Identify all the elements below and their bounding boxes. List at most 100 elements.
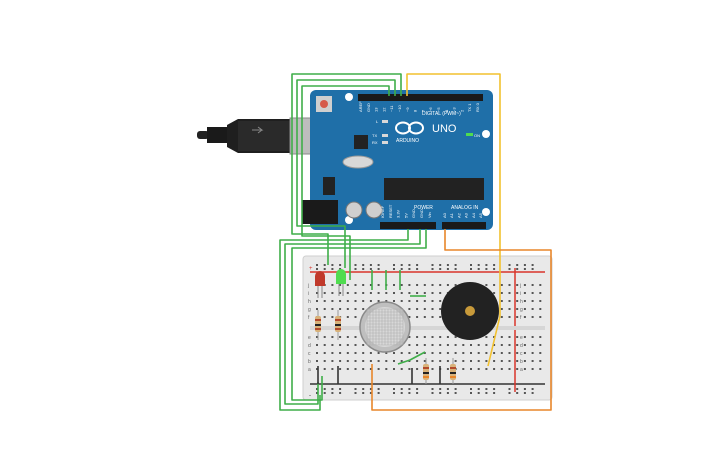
rail-hole xyxy=(493,388,496,390)
row-letter: a xyxy=(520,367,523,373)
rail-hole xyxy=(431,268,434,270)
piezo-buzzer[interactable] xyxy=(441,282,499,340)
wire-green-short[interactable] xyxy=(397,351,426,365)
led-green[interactable] xyxy=(336,269,346,296)
hole xyxy=(346,308,349,310)
l-label: L xyxy=(376,119,379,124)
hole xyxy=(362,300,365,302)
hole xyxy=(516,344,519,346)
rail-hole xyxy=(516,264,519,266)
rail-hole xyxy=(377,388,380,390)
pin-label: 5V xyxy=(403,213,408,218)
row-letter: b xyxy=(308,359,311,365)
wire-yellow[interactable] xyxy=(406,73,501,367)
hole xyxy=(346,284,349,286)
resistor-4[interactable] xyxy=(450,358,456,384)
hole xyxy=(393,360,395,362)
hole xyxy=(316,300,318,302)
pin-label: ~5 xyxy=(436,107,441,112)
row-letter: h xyxy=(308,299,311,305)
hole xyxy=(323,292,326,294)
regulator xyxy=(323,177,335,195)
hole xyxy=(362,360,365,362)
hole xyxy=(446,336,449,338)
row-letter: c xyxy=(520,351,523,357)
hole xyxy=(339,344,342,346)
rail-hole xyxy=(508,268,511,270)
hole xyxy=(323,352,326,354)
rail-hole xyxy=(523,264,526,266)
hole xyxy=(539,308,542,310)
hole xyxy=(354,284,357,286)
hole xyxy=(539,292,542,294)
hole xyxy=(354,344,357,346)
rail-hole xyxy=(354,268,357,270)
hole xyxy=(500,368,503,370)
rail-hole xyxy=(446,392,449,394)
rail-hole xyxy=(531,264,534,266)
hole xyxy=(431,300,434,302)
hole xyxy=(454,336,457,338)
hole xyxy=(493,336,496,338)
rail-hole xyxy=(470,388,472,390)
resistor-3[interactable] xyxy=(423,358,429,384)
rail-hole xyxy=(477,392,480,394)
hole xyxy=(416,360,419,362)
resistor-1[interactable] xyxy=(315,310,321,340)
hole xyxy=(354,292,357,294)
rail-hole xyxy=(393,388,395,390)
hole xyxy=(439,336,442,338)
rail-hole xyxy=(493,264,496,266)
hole xyxy=(508,368,511,370)
hole xyxy=(377,368,380,370)
hole xyxy=(500,316,503,318)
led-red[interactable] xyxy=(315,271,325,298)
hole xyxy=(331,344,334,346)
row-letter: d xyxy=(520,343,523,349)
hole xyxy=(493,344,496,346)
hole xyxy=(346,344,349,346)
hole xyxy=(331,316,334,318)
rail-hole xyxy=(416,264,419,266)
wire-green-2[interactable] xyxy=(296,79,396,268)
wire-green-6[interactable] xyxy=(279,229,409,411)
rail-hole xyxy=(331,392,334,394)
hole xyxy=(531,300,534,302)
hole xyxy=(462,360,465,362)
resistor-2[interactable] xyxy=(335,310,341,340)
pin-label: 8 xyxy=(413,109,418,112)
pin-label: AREF xyxy=(358,101,363,112)
hole xyxy=(346,360,349,362)
hole xyxy=(493,292,496,294)
hole xyxy=(316,292,318,294)
rail-hole xyxy=(431,388,434,390)
hole xyxy=(431,352,434,354)
hole xyxy=(385,300,388,302)
rail-hole xyxy=(485,264,488,266)
hole xyxy=(369,292,372,294)
hole xyxy=(516,352,519,354)
arduino-board[interactable]: UNO ARDUINO DIGITAL (PWM~) POWER ANALOG … xyxy=(302,90,493,230)
hole xyxy=(516,368,519,370)
hole xyxy=(331,292,334,294)
hole xyxy=(385,292,388,294)
hole xyxy=(393,300,395,302)
hole xyxy=(439,308,442,310)
wire-green-1[interactable] xyxy=(291,73,402,265)
hole xyxy=(539,316,542,318)
wire-orange[interactable] xyxy=(371,229,552,411)
rail-hole xyxy=(377,264,380,266)
hole xyxy=(400,300,403,302)
rail-hole xyxy=(323,268,326,270)
tx-label: TX xyxy=(372,133,377,138)
wire-green-5[interactable] xyxy=(291,229,427,401)
hole xyxy=(439,292,442,294)
hole xyxy=(523,344,526,346)
row-letter: h xyxy=(520,299,523,305)
hole xyxy=(331,284,334,286)
rail-hole xyxy=(354,264,357,266)
hole xyxy=(508,352,511,354)
gas-sensor[interactable] xyxy=(359,301,411,353)
hole xyxy=(416,308,419,310)
